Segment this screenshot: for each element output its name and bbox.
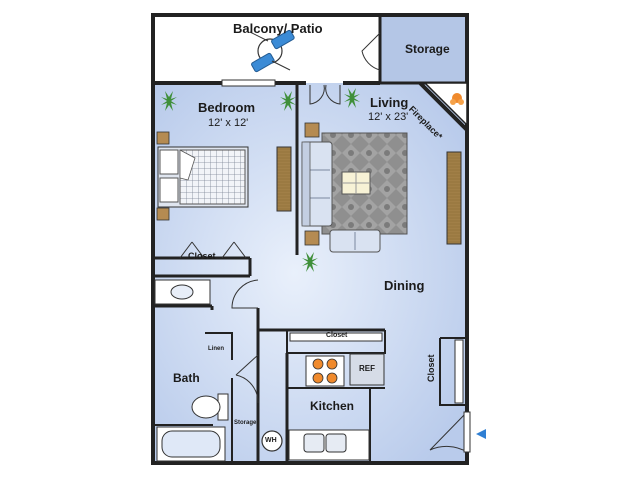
coffee-table [341, 171, 371, 195]
balcony-label: Balcony/ Patio [233, 21, 323, 36]
patio-table-set [249, 29, 295, 73]
bath-vanity [154, 279, 211, 305]
bath-storage-label: Storage [234, 420, 257, 426]
plant-icon [344, 88, 360, 108]
dining-closet-doors [454, 339, 464, 404]
bedroom-closet-label: Closet [188, 251, 216, 261]
bath-label: Bath [173, 371, 200, 385]
living-french-doors [309, 84, 341, 105]
end-table-top [304, 122, 320, 138]
toilet [191, 393, 229, 421]
nightstand-top [156, 131, 170, 145]
nightstand-bottom [156, 207, 170, 221]
bedroom-size: 12' x 12' [208, 117, 249, 129]
sofa [301, 141, 333, 227]
plant-icon [280, 91, 296, 111]
bedroom-closet-doors [179, 241, 247, 259]
dining-label: Dining [384, 278, 425, 293]
bedroom-dresser [276, 146, 292, 212]
entry-door [429, 411, 468, 453]
storage-label: Storage [405, 42, 450, 56]
kitchen-label: Kitchen [310, 399, 355, 413]
refrigerator-label: REF [359, 364, 375, 373]
storage-door [361, 32, 381, 71]
kitchen-counter [288, 429, 370, 461]
living-size: 12' x 23' [368, 111, 409, 123]
hall-closet-shelf [289, 332, 383, 342]
bath-door [235, 354, 259, 404]
plant-icon [161, 91, 177, 111]
refrigerator [349, 353, 385, 386]
end-table-bottom [304, 230, 320, 246]
entry-door-panel [463, 411, 471, 453]
plant-icon [302, 252, 318, 272]
water-heater-label: WH [265, 437, 277, 444]
entry-marker-icon [476, 429, 486, 439]
living-label: Living [370, 95, 409, 110]
hall-closet-label: Closet [326, 332, 348, 339]
dining-closet-label: Closet [426, 354, 436, 382]
bedroom-door [231, 279, 259, 309]
loveseat [329, 229, 381, 253]
bed [157, 146, 249, 208]
bedroom-label: Bedroom [198, 100, 256, 115]
fireplace-flame-icon [450, 93, 464, 105]
linen-label: Linen [208, 346, 224, 352]
water-heater [261, 430, 283, 452]
storage-room [380, 15, 466, 83]
bathtub [156, 426, 226, 462]
tv-console [446, 151, 462, 245]
bedroom-sliding-door [221, 79, 276, 87]
stove [305, 355, 345, 387]
